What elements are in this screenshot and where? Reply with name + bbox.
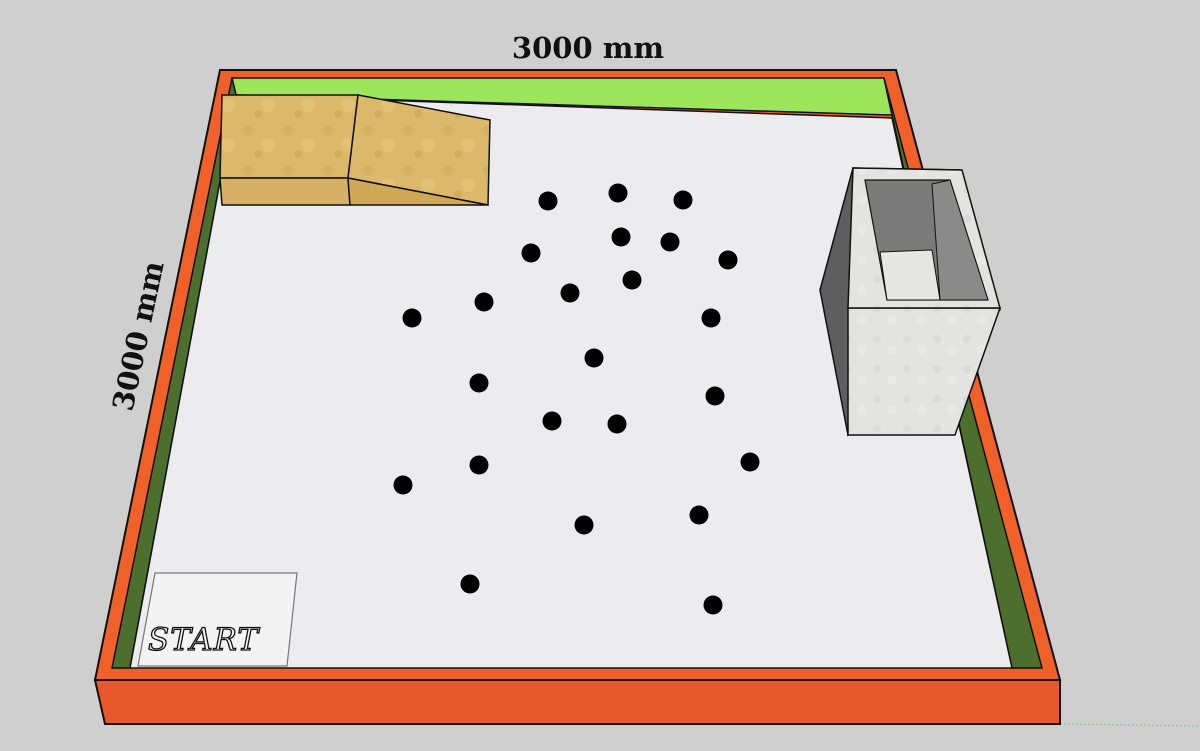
ball — [393, 475, 413, 495]
ball — [607, 414, 627, 434]
ball — [701, 308, 721, 328]
ball — [542, 411, 562, 431]
ball — [622, 270, 642, 290]
ground-line — [1059, 723, 1200, 727]
ramp-block — [219, 94, 491, 206]
balls — [393, 183, 760, 615]
ball — [574, 515, 594, 535]
ball — [718, 250, 738, 270]
ball — [460, 574, 480, 594]
ball — [560, 283, 580, 303]
ball — [740, 452, 760, 472]
ball — [469, 455, 489, 475]
ball — [703, 595, 723, 615]
start-label: START — [148, 622, 260, 658]
ball — [705, 386, 725, 406]
ball — [474, 292, 494, 312]
ball — [538, 191, 558, 211]
start-zone: START — [137, 572, 298, 667]
arena-floor — [129, 94, 1013, 669]
ball — [608, 183, 628, 203]
ball — [469, 373, 489, 393]
ball — [402, 308, 422, 328]
ball — [660, 232, 680, 252]
ball — [689, 505, 709, 525]
ball — [521, 243, 541, 263]
tower-box — [819, 167, 1002, 437]
width-dimension-label: 3000 mm — [512, 31, 664, 65]
ball — [673, 190, 693, 210]
ball — [611, 227, 631, 247]
ball — [584, 348, 604, 368]
